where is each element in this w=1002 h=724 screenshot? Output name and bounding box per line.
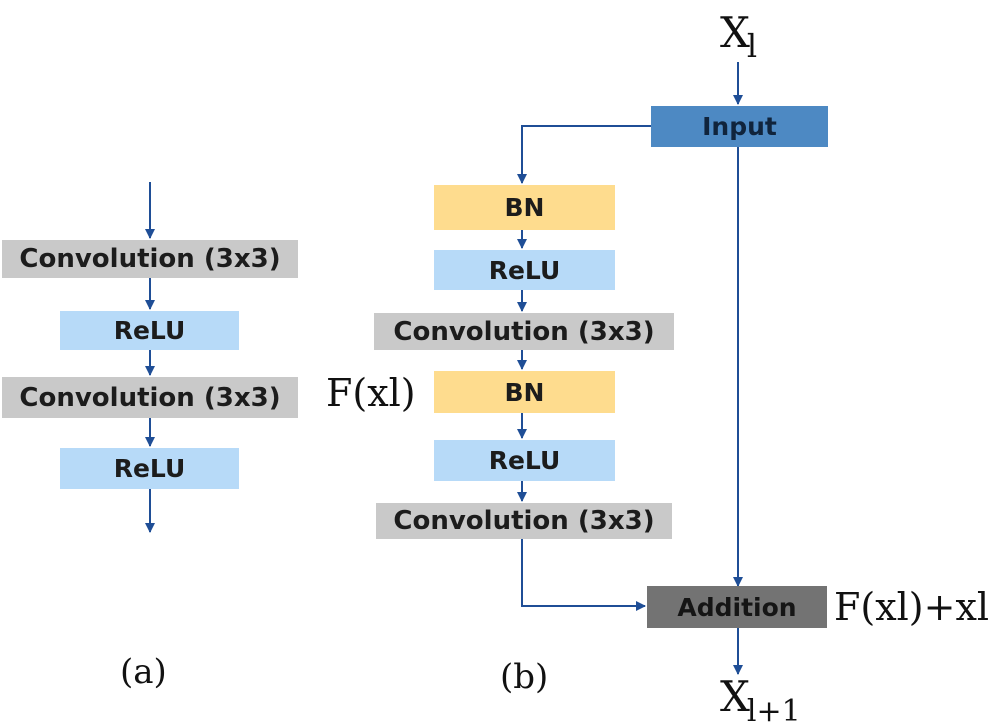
a-convolution-block-1: Convolution (3x3) <box>2 240 298 278</box>
b-bn-block-2: BN <box>434 371 615 413</box>
b-input-block: Input <box>651 106 828 147</box>
b-addition-block: Addition <box>647 586 827 628</box>
b-convolution-block-2: Convolution (3x3) <box>376 503 672 539</box>
b-input-symbol: Xl <box>720 12 757 63</box>
b-input-symbol-sub: l <box>746 27 758 65</box>
b-sum-label: F(xl)+xl <box>834 585 990 629</box>
a-caption: (a) <box>120 652 167 692</box>
b-bn-block-1: BN <box>434 185 615 230</box>
b-output-symbol-base: X <box>720 672 750 721</box>
b-input-symbol-base: X <box>720 8 750 57</box>
arrow-input-branch <box>517 125 651 184</box>
b-output-symbol-sub: l+1 <box>746 694 801 724</box>
a-convolution-block-2: Convolution (3x3) <box>2 377 298 418</box>
b-convolution-block-1: Convolution (3x3) <box>374 313 674 350</box>
b-residual-label: F(xl) <box>326 371 416 415</box>
arrow-conv2-addition <box>521 539 646 611</box>
b-relu-block-2: ReLU <box>434 440 615 481</box>
a-relu-block-1: ReLU <box>60 311 239 350</box>
b-output-symbol: Xl+1 <box>720 676 801 724</box>
a-relu-block-2: ReLU <box>60 448 239 489</box>
b-relu-block-1: ReLU <box>434 250 615 290</box>
b-caption: (b) <box>500 657 549 697</box>
